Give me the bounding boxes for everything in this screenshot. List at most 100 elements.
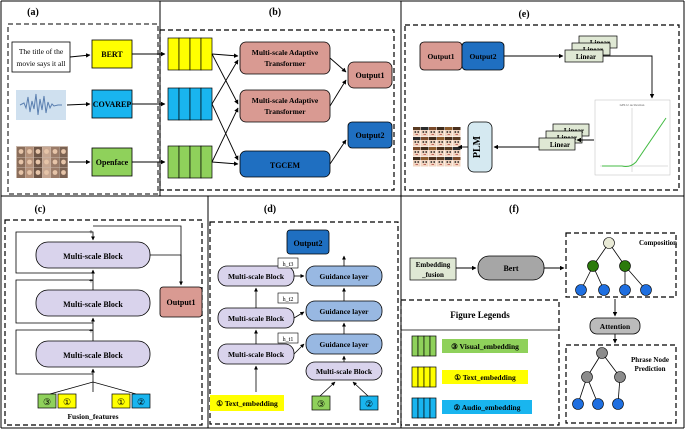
face-thumbnail bbox=[27, 159, 32, 165]
cartoon-face bbox=[414, 131, 417, 133]
cartoon-face bbox=[454, 131, 457, 133]
cartoon-face bbox=[454, 151, 457, 153]
h-t2-label: h_t2 bbox=[283, 297, 294, 303]
cartoon-face bbox=[430, 151, 433, 153]
cartoon-face bbox=[429, 147, 437, 157]
face-thumbnail bbox=[61, 149, 66, 154]
cartoon-face bbox=[455, 154, 458, 155]
tree-leaf-node bbox=[598, 284, 610, 296]
cartoon-face bbox=[445, 157, 453, 167]
plus-sign: + bbox=[89, 327, 93, 335]
linear-label: Linear bbox=[550, 141, 570, 149]
face-thumbnail bbox=[18, 149, 24, 154]
h-t2-box bbox=[277, 292, 299, 304]
tree-leaf-node bbox=[575, 284, 587, 296]
cartoon-face bbox=[447, 134, 450, 135]
feature-slice bbox=[429, 335, 437, 357]
d-badge-visual-label: ③ bbox=[317, 399, 325, 409]
tgcem-label: TGCEM bbox=[270, 161, 301, 170]
feature-slice bbox=[423, 335, 431, 357]
face-thumbnail bbox=[44, 159, 49, 165]
tree-root-node bbox=[596, 347, 608, 359]
face-thumbnail bbox=[61, 170, 66, 175]
cartoon-face bbox=[413, 127, 421, 130]
tree-leaf-node bbox=[640, 284, 652, 296]
phrase-node-line1: Phrase Node bbox=[631, 356, 669, 364]
cartoon-face bbox=[437, 127, 445, 130]
cartoon-face bbox=[441, 161, 444, 163]
e-output1-label: Output1 bbox=[427, 52, 454, 61]
cartoon-face bbox=[417, 131, 420, 133]
legends-title: Figure Legends bbox=[450, 310, 510, 320]
gelu-plot: GELU Activation bbox=[594, 99, 671, 176]
badge-text bbox=[57, 393, 77, 409]
feature-slice bbox=[178, 37, 191, 71]
feature-slice bbox=[178, 145, 191, 179]
e-arrows bbox=[457, 53, 655, 150]
cartoon-face bbox=[421, 127, 429, 130]
msat-1-line2: Transformer bbox=[264, 59, 306, 68]
waveform-icon bbox=[19, 93, 62, 116]
cartoon-face bbox=[415, 154, 418, 155]
d-arrows bbox=[254, 255, 369, 397]
c-block-3-label: Multi-scale Block bbox=[63, 351, 123, 360]
cartoon-face bbox=[445, 137, 453, 140]
cartoon-face bbox=[453, 127, 461, 130]
panel-label-c: (c) bbox=[34, 204, 45, 215]
legend-text-label: ① Text_embedding bbox=[454, 373, 516, 382]
feature-slice bbox=[200, 145, 213, 179]
tree-leaf-node bbox=[619, 284, 631, 296]
d-badge-audio bbox=[359, 395, 379, 411]
cartoon-face bbox=[413, 147, 421, 150]
text-input-box bbox=[11, 41, 71, 73]
cartoon-face bbox=[446, 131, 449, 133]
guidance-layer-1-label: Guidance layer bbox=[320, 272, 370, 281]
embedding-fusion-line1: Embedding bbox=[416, 261, 451, 269]
panel-label-b: (b) bbox=[269, 7, 281, 18]
face-thumbnail bbox=[52, 159, 58, 165]
cartoon-face bbox=[429, 157, 437, 160]
cartoon-face bbox=[441, 151, 444, 153]
cartoon-face bbox=[447, 144, 450, 145]
cartoon-face bbox=[429, 147, 437, 150]
panel-c: Multi-scale Block Multi-scale Block Mult… bbox=[15, 225, 203, 421]
msat-1-line1: Multi-scale Adaptive bbox=[252, 48, 319, 57]
b-output2-label: Output2 bbox=[356, 131, 385, 140]
f-arrows bbox=[456, 265, 618, 344]
cartoon-face bbox=[437, 147, 445, 150]
guidance-layer-2-label: Guidance layer bbox=[320, 307, 370, 316]
cartoon-face bbox=[433, 141, 436, 143]
cartoon-face bbox=[453, 157, 461, 160]
msat-2-box bbox=[239, 89, 331, 123]
plm-label: PLM bbox=[472, 135, 483, 158]
cartoon-face bbox=[438, 131, 441, 133]
embedding-fusion-line2: _fusion bbox=[421, 271, 444, 279]
cartoon-face bbox=[430, 141, 433, 143]
cartoon-face bbox=[453, 127, 461, 137]
legend-audio-label: ② Audio_embedding bbox=[454, 403, 521, 412]
attention-label: Attention bbox=[600, 322, 631, 331]
cartoon-face bbox=[446, 161, 449, 163]
cartoon-face bbox=[439, 164, 442, 165]
cartoon-face bbox=[447, 154, 450, 155]
tree-inner-node bbox=[581, 371, 593, 383]
badge-visual-label: ③ bbox=[43, 397, 51, 407]
cartoon-face bbox=[445, 137, 453, 147]
f-bert-label: Bert bbox=[503, 264, 518, 273]
cartoon-face bbox=[413, 147, 421, 157]
cartoon-face bbox=[445, 127, 453, 130]
face-thumbnail bbox=[27, 149, 32, 154]
cartoon-faces-grid bbox=[413, 127, 461, 167]
cartoon-face bbox=[422, 161, 425, 163]
badge-text-label: ① bbox=[117, 397, 125, 407]
legend-audio-tag bbox=[442, 400, 532, 414]
cartoon-face bbox=[453, 147, 461, 157]
panel-label-d: (d) bbox=[264, 204, 276, 215]
c-output1-box bbox=[159, 286, 203, 318]
phrase-node-tree bbox=[572, 347, 626, 410]
cartoon-face bbox=[421, 127, 429, 137]
feature-slice bbox=[429, 397, 437, 419]
cartoon-face bbox=[446, 151, 449, 153]
cartoon-face bbox=[447, 164, 450, 165]
